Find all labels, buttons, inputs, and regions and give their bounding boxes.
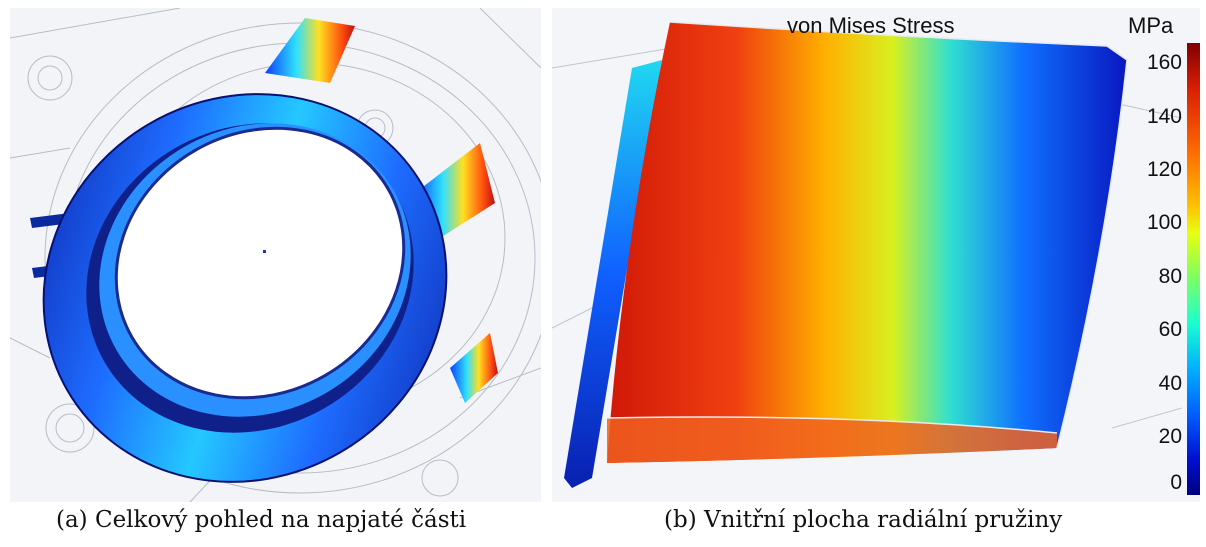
- spring-stress-plot: von Mises Stress MPa 160 140 120 100 80 …: [552, 8, 1200, 502]
- colorbar-tick: 60: [1158, 318, 1182, 341]
- stress-overview-image: [10, 8, 541, 502]
- colorbar-tick: 40: [1158, 372, 1182, 395]
- colorbar-unit: MPa: [1128, 13, 1174, 38]
- ring-body: [42, 93, 448, 483]
- plot-title: von Mises Stress: [787, 13, 955, 38]
- spring-surface-render: [552, 21, 1183, 488]
- ring-assembly-render: [10, 8, 541, 502]
- colorbar-tick: 80: [1158, 265, 1182, 288]
- colorbar-tick: 140: [1146, 105, 1182, 128]
- colorbar: [1187, 43, 1200, 495]
- spring-inner-surface: [607, 22, 1127, 463]
- caption-b: (b) Vnitřní plocha radiální pružiny: [664, 507, 1063, 533]
- colorbar-tick: 120: [1146, 158, 1182, 181]
- colorbar-tick: 0: [1170, 471, 1182, 494]
- spring-side-edge: [564, 60, 662, 488]
- colorbar-tick: 160: [1146, 51, 1182, 74]
- center-marker: [263, 250, 266, 253]
- colorbar-tick: 20: [1158, 425, 1182, 448]
- colorbar-tick: 100: [1146, 211, 1182, 234]
- caption-a: (a) Celkový pohled na napjaté části: [56, 507, 467, 533]
